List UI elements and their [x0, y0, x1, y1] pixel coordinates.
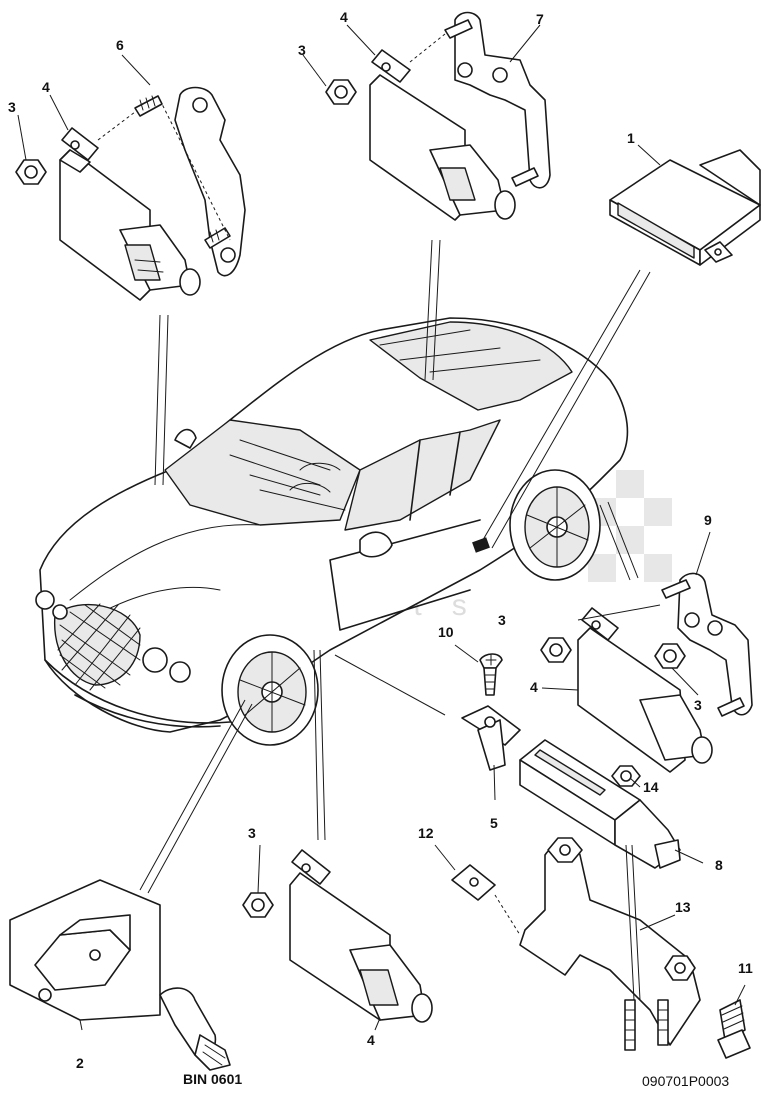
diagram-reference-code: 090701P0003 — [642, 1073, 729, 1089]
antenna-8 — [519, 739, 681, 869]
callout-4: 4 — [340, 9, 348, 25]
callout-13: 13 — [675, 899, 691, 915]
callouts: 1 2 3 3 3 3 3 4 4 4 4 5 6 7 8 9 10 11 12… — [8, 9, 753, 1071]
callout-4: 4 — [530, 679, 538, 695]
callout-7: 7 — [536, 11, 544, 27]
callout-12: 12 — [418, 825, 434, 841]
callout-8: 8 — [715, 857, 723, 873]
tpms-antenna-top-left — [15, 86, 246, 301]
tpms-antenna-top-center — [325, 11, 551, 221]
callout-14: 14 — [643, 779, 659, 795]
callout-3: 3 — [298, 42, 306, 58]
callout-leaders — [17, 24, 746, 1031]
tpms-antenna-bottom — [242, 849, 433, 1023]
callout-4: 4 — [367, 1032, 375, 1048]
car-illustration — [35, 317, 629, 746]
callout-1: 1 — [627, 130, 635, 146]
clip-5 — [461, 653, 521, 771]
bin-label: BIN 0601 — [183, 1071, 242, 1087]
leader-lines — [139, 239, 661, 1001]
callout-3: 3 — [248, 825, 256, 841]
callout-3: 3 — [8, 99, 16, 115]
tpms-antenna-right — [540, 572, 753, 773]
callout-2: 2 — [76, 1055, 84, 1071]
callout-10: 10 — [438, 624, 454, 640]
callout-9: 9 — [704, 512, 712, 528]
callout-3: 3 — [694, 697, 702, 713]
callout-4: 4 — [42, 79, 50, 95]
control-unit-1 — [609, 149, 761, 266]
tpms-sensor-2 — [9, 879, 231, 1071]
callout-11: 11 — [738, 960, 753, 976]
callout-3: 3 — [498, 612, 506, 628]
bracket-13 — [451, 837, 751, 1059]
callout-5: 5 — [490, 815, 498, 831]
callout-6: 6 — [116, 37, 124, 53]
